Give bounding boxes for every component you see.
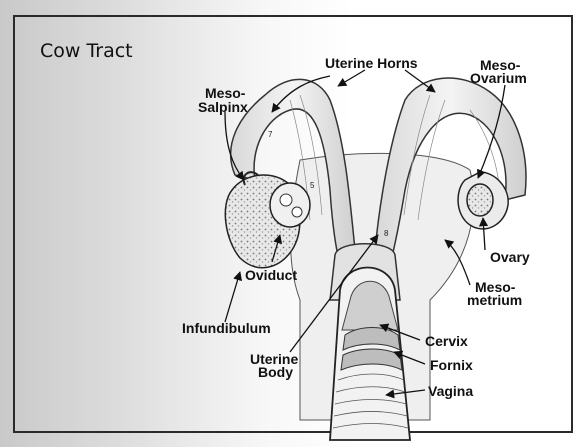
- label-vagina: Vagina: [428, 383, 473, 399]
- label-uterine-horns: Uterine Horns: [325, 55, 418, 71]
- left-follicle: [280, 194, 292, 206]
- label-ovary: Ovary: [490, 249, 530, 265]
- label-oviduct: Oviduct: [245, 267, 297, 283]
- figure-number: 8: [384, 229, 389, 238]
- label-fornix: Fornix: [430, 357, 473, 373]
- figure-number: 7: [268, 130, 273, 139]
- label-meso-ovarium: Ovarium: [470, 70, 527, 86]
- label-mesometrium: metrium: [467, 292, 522, 308]
- label-cervix: Cervix: [425, 333, 468, 349]
- label-infundibulum: Infundibulum: [182, 320, 271, 336]
- right-ovary: [467, 184, 493, 216]
- label-meso-salpinx: Salpinx: [198, 99, 248, 115]
- label-uterine-body: Body: [258, 364, 293, 380]
- left-follicle-2: [292, 207, 302, 217]
- figure-number: 5: [310, 181, 315, 190]
